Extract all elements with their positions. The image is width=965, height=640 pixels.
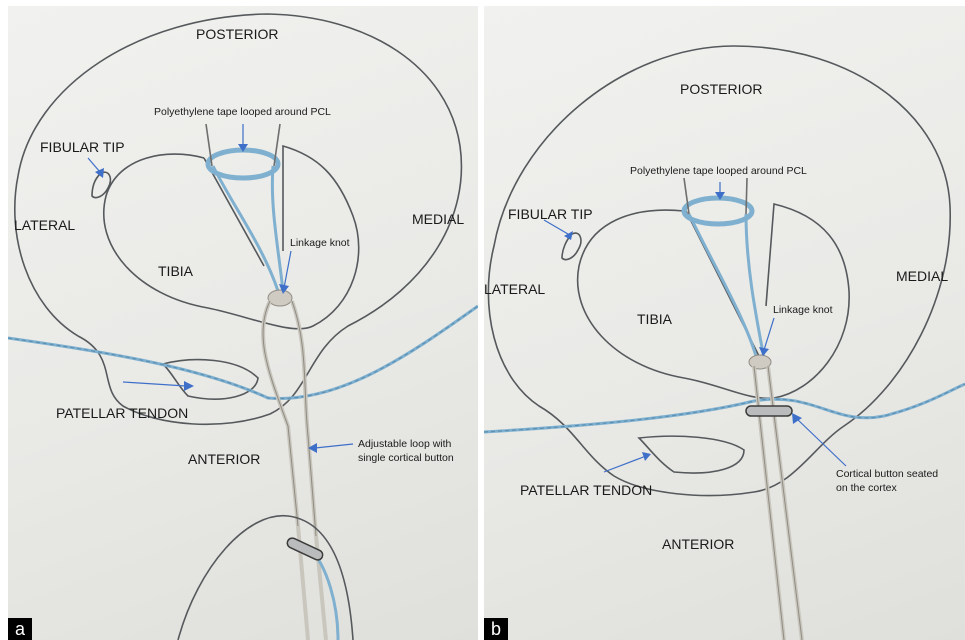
linkage-knot — [268, 290, 292, 306]
patellar-tendon-shape — [639, 436, 744, 473]
arrow-adjustable-loop — [308, 443, 353, 453]
label-tibia: TIBIA — [158, 263, 193, 279]
tape-loop — [684, 198, 752, 224]
panel-b: POSTERIOR Polyethylene tape looped aroun… — [484, 6, 965, 640]
panel-letter-a: a — [8, 618, 32, 640]
label-patellar-tendon: PATELLAR TENDON — [520, 482, 652, 498]
label-fibular-tip: FIBULAR TIP — [508, 206, 593, 222]
patellar-tendon-shape — [163, 360, 258, 399]
panel-letter-b: b — [484, 618, 508, 640]
panel-a-drawing — [8, 6, 478, 640]
label-medial: MEDIAL — [412, 211, 464, 227]
label-anterior: ANTERIOR — [662, 536, 734, 552]
arrow-cortical-button — [792, 413, 846, 466]
label-lateral: LATERAL — [14, 217, 75, 233]
notch-line — [204, 158, 264, 266]
cortical-button — [746, 406, 792, 416]
label-adjustable-loop-line1: Adjustable loop with — [358, 438, 451, 450]
label-medial: MEDIAL — [896, 268, 948, 284]
label-fibular-tip: FIBULAR TIP — [40, 139, 125, 155]
suture-strand — [8, 306, 478, 399]
label-anterior: ANTERIOR — [188, 451, 260, 467]
tibia-outline — [578, 204, 850, 398]
arrow-fibular-tip — [88, 158, 104, 178]
suture-strand — [484, 384, 965, 432]
label-poly-tape: Polyethylene tape looped around PCL — [154, 106, 331, 118]
label-patellar-tendon: PATELLAR TENDON — [56, 405, 188, 421]
label-adjustable-loop-line2: single cortical button — [358, 452, 454, 464]
label-lateral: LATERAL — [484, 281, 545, 297]
label-tibia: TIBIA — [637, 311, 672, 327]
adjustable-loop — [263, 301, 298, 526]
label-posterior: POSTERIOR — [680, 81, 762, 97]
cortical-button — [286, 536, 325, 561]
label-posterior: POSTERIOR — [196, 26, 278, 42]
arrow-patellar-tendon — [604, 452, 651, 472]
panel-a: POSTERIOR Polyethylene tape looped aroun… — [8, 6, 478, 640]
label-cortical-button-line2: on the cortex — [836, 482, 897, 494]
label-poly-tape: Polyethylene tape looped around PCL — [630, 165, 807, 177]
arrow-fibular-tip — [544, 220, 573, 240]
label-linkage-knot: Linkage knot — [290, 237, 350, 249]
label-cortical-button-line1: Cortical button seated — [836, 468, 938, 480]
label-linkage-knot: Linkage knot — [773, 304, 833, 316]
